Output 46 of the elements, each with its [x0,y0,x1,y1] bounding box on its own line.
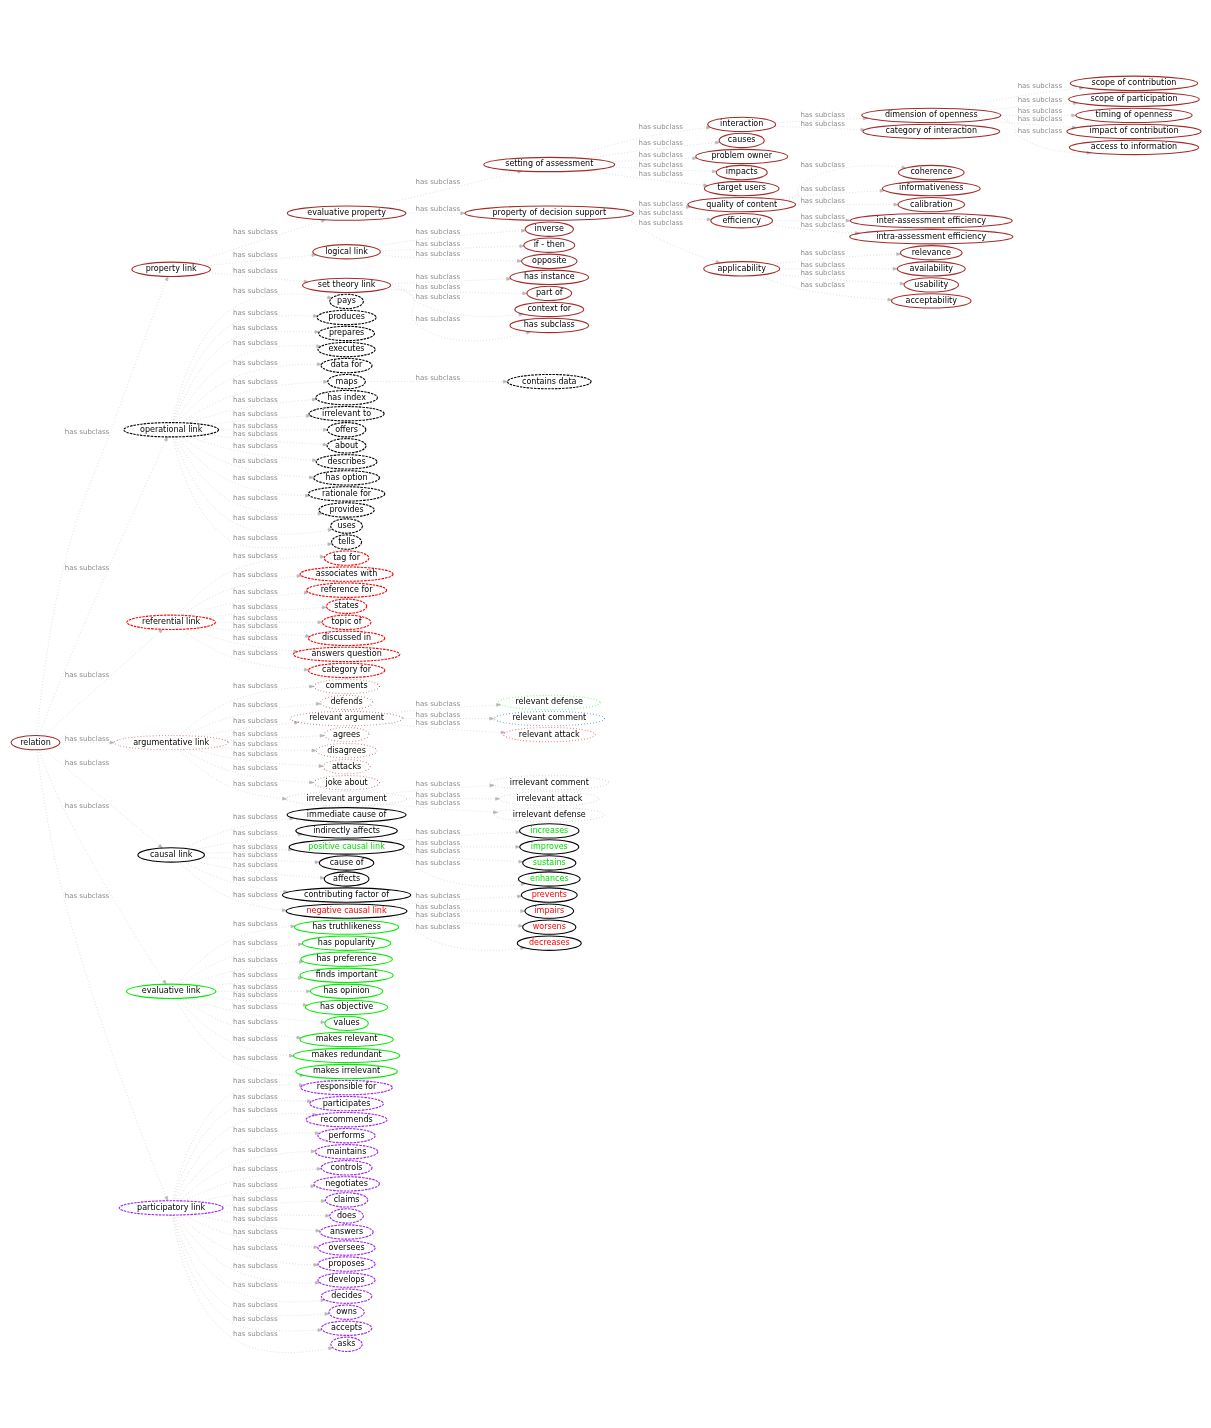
arrow [176,361,322,423]
arrow [386,783,494,794]
arrow [204,413,311,425]
arrow [609,166,717,173]
arrow [388,283,531,341]
arrow [37,436,168,736]
arrow [778,266,898,271]
arrow [35,275,168,736]
arrow [35,748,168,1201]
arrow [175,1214,320,1285]
arrow [217,427,328,432]
arrow [385,722,506,734]
arrow [37,748,166,985]
arrow [176,924,295,985]
arrow [176,436,310,497]
arrow [174,343,321,423]
arrow [403,844,520,849]
arrow [171,293,332,423]
arrow [406,908,525,913]
arrow [183,701,321,736]
arrow [172,1214,322,1332]
arrow [386,803,498,814]
arrow [204,433,328,446]
arrow [180,573,302,616]
arrow [171,1214,333,1353]
arrow [198,720,299,737]
arrow [405,796,500,801]
arrow [172,1098,312,1201]
arrow [174,436,323,516]
arrow [404,210,465,215]
arrow [180,435,314,479]
arrow [180,942,303,985]
arrow [202,856,320,864]
arrow [176,554,325,615]
arrow [172,1214,329,1316]
arrow [182,1213,318,1249]
arrow [224,733,325,741]
arrow [178,684,314,736]
arrow [183,816,294,849]
arrow [998,116,1091,155]
arrow [173,1214,325,1302]
arrow [379,243,524,251]
arrow [371,228,526,247]
arrow [384,287,527,295]
arrow [172,313,318,423]
arrow [188,996,325,1024]
